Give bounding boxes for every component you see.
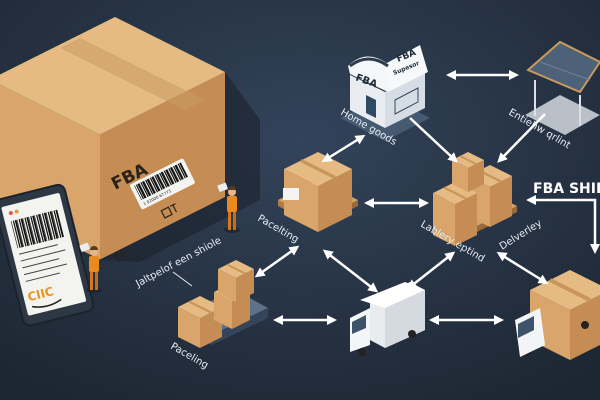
cargo-truck-windshield	[518, 316, 534, 338]
warehouse-canopy	[525, 40, 600, 135]
building-window	[394, 87, 419, 115]
flow-arrow	[409, 117, 458, 163]
worker-near-tablet	[79, 242, 102, 293]
cart-box-top	[218, 260, 254, 302]
flow-arrow	[496, 251, 549, 285]
handheld-scanner	[217, 182, 228, 192]
barcode	[134, 162, 188, 201]
flow-arrow	[322, 249, 379, 293]
flow-arrow-elbow	[526, 195, 600, 254]
flow-arrow	[406, 251, 456, 290]
label-fba-ship: FBA SHIB	[533, 181, 600, 197]
worker-near-box	[217, 182, 240, 233]
cart-box-1	[178, 296, 222, 348]
shipping-label	[283, 188, 299, 200]
flow-arrow	[497, 113, 546, 163]
truck-windshield	[352, 315, 366, 334]
building-door	[366, 95, 376, 118]
pallets-layer	[178, 152, 600, 360]
handling-icons	[114, 203, 178, 263]
loaded-cart	[178, 260, 268, 348]
cargo-truck	[515, 308, 589, 357]
fba-building: FBA FBA Supesor	[340, 45, 430, 141]
tablet-logo: CIIC	[26, 284, 55, 304]
workers-layer	[79, 182, 240, 293]
document-lines	[18, 244, 67, 282]
barcode-label: 1 02000 67773	[130, 158, 195, 210]
stack-box-top	[452, 152, 484, 192]
stack-box-left	[433, 182, 477, 246]
flow-arrows	[254, 70, 600, 325]
flow-arrow	[254, 245, 300, 278]
pallet-box	[284, 152, 352, 232]
barcode	[10, 209, 64, 249]
flow-arrow	[321, 134, 366, 163]
handheld-scanner	[79, 242, 90, 252]
packing-tape	[60, 38, 205, 110]
tablet: CIIC	[0, 183, 95, 327]
